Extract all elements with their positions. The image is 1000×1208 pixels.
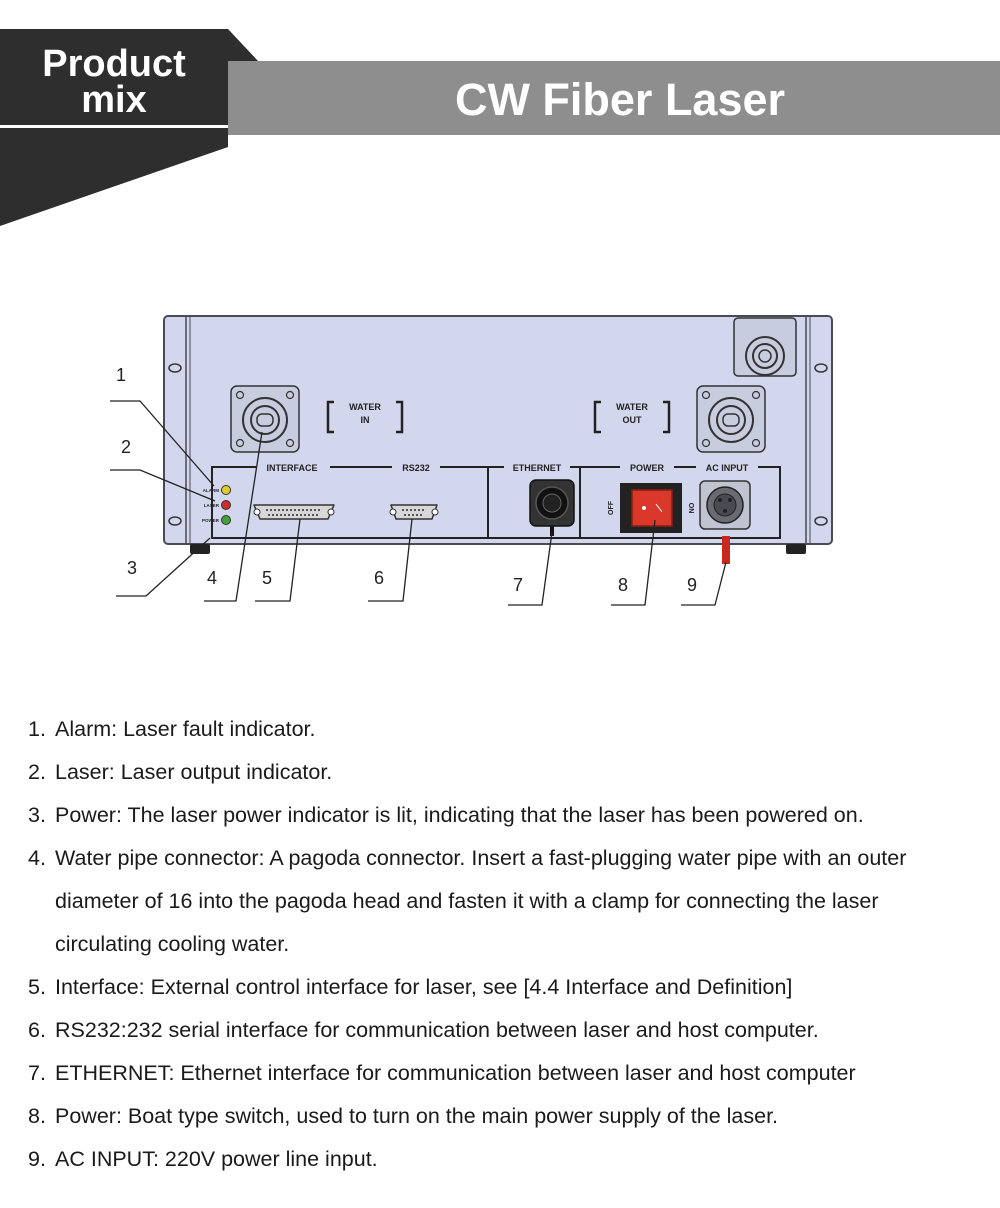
callout-7: 7: [513, 575, 523, 595]
interface-db25-connector: [253, 504, 335, 520]
switch-off-label: OFF: [608, 500, 615, 515]
callout-2: 2: [121, 437, 131, 457]
water-in-connector: [230, 385, 300, 453]
title-bar: [228, 61, 1000, 135]
water-out-label-line2: OUT: [623, 415, 643, 425]
description-item-3: 3. Power: The laser power indicator is li…: [0, 794, 1000, 837]
water-in-label-line1: WATER: [349, 402, 381, 412]
description-text: Laser: Laser output indicator.: [55, 760, 333, 784]
description-number: 6.: [28, 1018, 46, 1042]
alarm-led-label: ALARM: [203, 488, 219, 493]
description-text: ETHERNET: Ethernet interface for communi…: [55, 1061, 856, 1085]
description-text: Water pipe connector: A pagoda connector…: [55, 846, 907, 956]
ac-cable-red: [722, 536, 730, 564]
description-text: Interface: External control interface fo…: [55, 975, 793, 999]
callout-6: 6: [374, 568, 384, 588]
callout-4: 4: [207, 568, 217, 588]
rs232-label: RS232: [402, 463, 430, 473]
power-led-label: POWER: [202, 518, 220, 523]
water-in-label-line2: IN: [361, 415, 370, 425]
description-number: 4.: [28, 846, 46, 870]
description-item-5: 5. Interface: External control interface …: [0, 966, 1000, 1009]
product-mix-badge: Product mix: [0, 43, 228, 121]
power-boat-switch: OFF ON: [608, 483, 694, 533]
page-title: CW Fiber Laser: [454, 74, 786, 125]
description-number: 2.: [28, 760, 46, 784]
description-text: Power: Boat type switch, used to turn on…: [55, 1104, 779, 1128]
badge-line-1: Product: [42, 43, 186, 85]
description-item-1: 1. Alarm: Laser fault indicator.: [0, 708, 1000, 751]
badge-line-2: mix: [81, 79, 147, 121]
feature-description-list: 1. Alarm: Laser fault indicator. 2. Laser:…: [0, 708, 1000, 1181]
indicator-leds: ALARM LASER POWER: [202, 485, 231, 525]
callout-5: 5: [262, 568, 272, 588]
switch-on-label: ON: [687, 503, 694, 514]
water-out-connector: [696, 385, 766, 453]
description-text: AC INPUT: 220V power line input.: [55, 1147, 378, 1171]
ac-input-connector: [699, 480, 751, 564]
description-text: Power: The laser power indicator is lit,…: [55, 803, 864, 827]
power-label: POWER: [630, 463, 665, 473]
description-number: 9.: [28, 1147, 46, 1171]
description-text: RS232:232 serial interface for communica…: [55, 1018, 819, 1042]
description-item-2: 2. Laser: Laser output indicator.: [0, 751, 1000, 794]
description-item-7: 7. ETHERNET: Ethernet interface for commu…: [0, 1052, 1000, 1095]
description-item-9: 9. AC INPUT: 220V power line input.: [0, 1138, 1000, 1181]
description-number: 3.: [28, 803, 46, 827]
description-item-8: 8. Power: Boat type switch, used to turn …: [0, 1095, 1000, 1138]
laser-rear-panel-diagram: WATER IN WATER OUT INTERFACE RS232 ETHER…: [110, 315, 833, 606]
laser-led-label: LASER: [204, 503, 220, 508]
water-out-label-line1: WATER: [616, 402, 648, 412]
callout-8: 8: [618, 575, 628, 595]
ethernet-label: ETHERNET: [513, 463, 562, 473]
callout-9: 9: [687, 575, 697, 595]
description-item-4: 4. Water pipe connector: A pagoda connect…: [0, 837, 1000, 966]
description-number: 1.: [28, 717, 46, 741]
ethernet-connector: [529, 479, 575, 536]
description-number: 5.: [28, 975, 46, 999]
callout-3: 3: [127, 558, 137, 578]
callout-1: 1: [116, 365, 126, 385]
laser-led: [221, 500, 231, 510]
ac-input-label: AC INPUT: [706, 463, 749, 473]
product-mix-badge-shape: [0, 29, 258, 226]
power-led: [221, 515, 231, 525]
alarm-led: [221, 485, 231, 495]
description-item-6: 6. RS232:232 serial interface for communi…: [0, 1009, 1000, 1052]
description-number: 8.: [28, 1104, 46, 1128]
description-number: 7.: [28, 1061, 46, 1085]
rs232-db9-connector: [389, 504, 439, 520]
interface-label: INTERFACE: [266, 463, 317, 473]
top-fiber-connector: [733, 317, 797, 377]
description-text: Alarm: Laser fault indicator.: [55, 717, 316, 741]
